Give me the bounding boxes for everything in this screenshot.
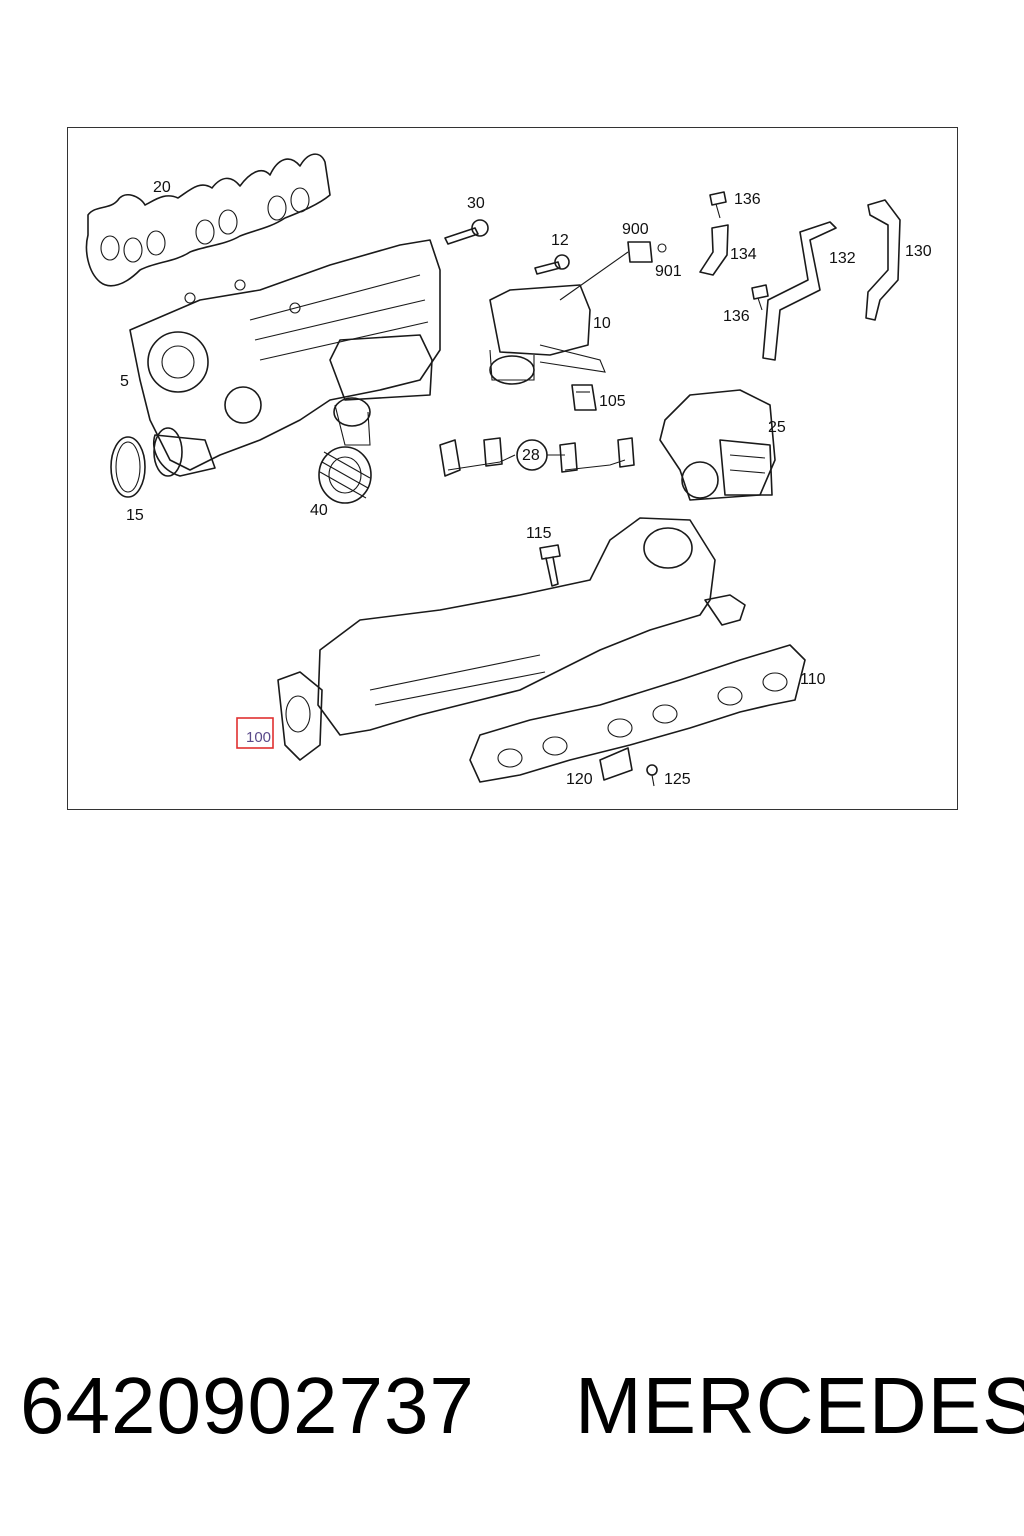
callout-30: 30 [467, 195, 485, 212]
callout-120: 120 [566, 771, 593, 788]
part-25-actuator[interactable] [659, 389, 776, 501]
callout-132: 132 [829, 250, 856, 267]
part-10-throttle-valve[interactable] [489, 284, 606, 385]
part-115-bolt[interactable] [539, 544, 561, 587]
callout-134: 134 [730, 246, 757, 263]
callout-125: 125 [664, 771, 691, 788]
callout-100: 100 [246, 729, 271, 746]
part-105-clip[interactable] [571, 384, 597, 411]
callout-5: 5 [120, 373, 129, 390]
brand-name: MERCEDES [575, 1361, 1024, 1450]
callout-136-top: 136 [734, 191, 761, 208]
part-40-sleeve[interactable] [318, 446, 372, 504]
part-number: 6420902737 [20, 1361, 475, 1450]
part-120-clip[interactable] [599, 747, 633, 781]
footer-caption: 6420902737 MERCEDES [20, 1360, 1024, 1470]
part-throttle-housing[interactable] [329, 334, 433, 446]
callout-105: 105 [599, 393, 626, 410]
diagram-frame [67, 127, 958, 810]
part-136-bolt-top[interactable] [709, 191, 727, 219]
callout-12: 12 [551, 232, 569, 249]
callout-10: 10 [593, 315, 611, 332]
part-130-bracket[interactable] [865, 199, 901, 321]
callout-40: 40 [310, 502, 328, 519]
callout-115: 115 [526, 525, 552, 542]
callout-130: 130 [905, 243, 932, 260]
callout-15: 15 [126, 507, 144, 524]
part-134-bracket[interactable] [699, 224, 729, 276]
part-125-bolt[interactable] [646, 764, 658, 787]
callout-100-highlight[interactable]: 100 [236, 717, 274, 749]
part-100-exhaust-manifold[interactable] [277, 517, 746, 761]
part-110-gasket[interactable] [469, 644, 806, 783]
callout-110: 110 [800, 671, 826, 688]
part-900-connector[interactable] [559, 241, 667, 301]
part-30-bolt[interactable] [444, 219, 489, 245]
part-20-gasket[interactable] [85, 153, 331, 287]
callout-136-mid: 136 [723, 308, 750, 325]
part-136-bolt-mid[interactable] [751, 284, 769, 311]
callout-25: 25 [768, 419, 786, 436]
part-28-harness[interactable] [439, 437, 635, 477]
callout-20: 20 [153, 179, 171, 196]
callout-901: 901 [655, 263, 682, 280]
part-132-bracket[interactable] [762, 221, 837, 361]
part-12-bolt[interactable] [534, 254, 570, 275]
part-5-manifold[interactable] [129, 239, 441, 477]
callout-28: 28 [522, 447, 540, 464]
callout-900: 900 [622, 221, 649, 238]
highlight-box [236, 717, 274, 749]
part-15-o-ring[interactable] [110, 436, 146, 498]
